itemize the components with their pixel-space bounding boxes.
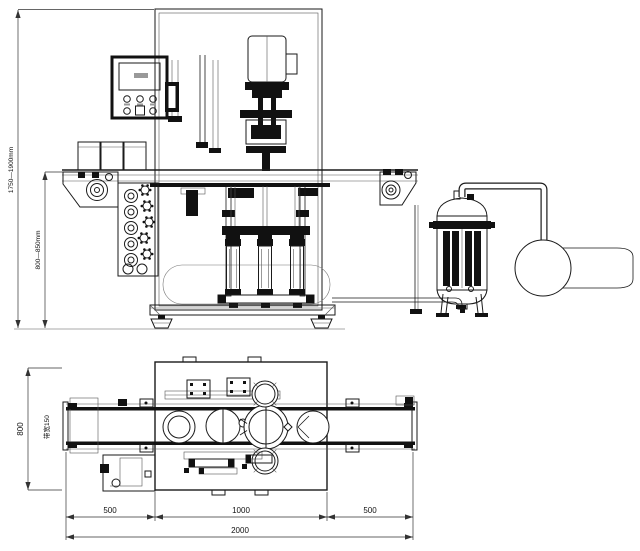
cylinder-3: [289, 233, 305, 295]
conveyor-drive-parts: [180, 187, 318, 216]
knob-ring: [124, 189, 138, 267]
plan-bottom-details: [183, 451, 273, 475]
leveling-foot: [150, 315, 173, 329]
conveyor-right-bracket: [379, 169, 422, 314]
transfer-pipe-top: [458, 182, 548, 240]
panel-button: [136, 95, 144, 103]
leveling-foot: [310, 315, 333, 329]
control-panel: [110, 55, 169, 120]
panel-button: [149, 95, 157, 103]
plan-side-box: [100, 454, 156, 492]
plan-top-manifold: [164, 377, 281, 400]
cylinder-1: [225, 233, 241, 295]
top-flange-circle: [251, 380, 279, 408]
cabinet-frame-inner: [158, 12, 319, 307]
machine-base: [149, 304, 336, 329]
containers-on-conveyor: [77, 141, 147, 171]
plan-conveyor: [62, 395, 418, 454]
overall-height-label: 1750—1900mm: [8, 147, 15, 193]
plan-view: 800 带宽150 500 1000 500 2000: [16, 356, 418, 540]
screen-logo-mark: [134, 73, 148, 78]
valve-knob-panel: [117, 182, 159, 277]
feed-pipe-bottom: [332, 297, 466, 309]
base-horizontal-tank: [162, 264, 331, 305]
dimension-working-height: 800—850mm: [35, 171, 68, 328]
plan-stations: [162, 380, 330, 475]
front-elevation-view: 1750—1900mm 800—850mm: [8, 8, 634, 330]
plan-depth-label: 800: [16, 422, 25, 436]
panel-screen: [118, 62, 161, 91]
capping-motor: [245, 35, 298, 136]
span-left-label: 500: [103, 506, 117, 515]
filling-head-assembly: [240, 110, 292, 171]
outfeed-starwheel: [296, 410, 330, 444]
span-right-label: 500: [363, 506, 377, 515]
panel-button: [123, 95, 131, 103]
cabinet-frame: [154, 8, 323, 311]
working-height-label: 800—850mm: [35, 230, 42, 269]
dimension-plan-depth: 800: [16, 367, 62, 491]
panel-square-button: [135, 105, 145, 116]
horizontal-tank: [514, 239, 634, 297]
belt-width-label: 带宽150: [42, 415, 51, 439]
panel-button: [149, 107, 157, 115]
vertical-tank: [429, 190, 495, 317]
conveyor-left-bracket: [62, 171, 119, 208]
cylinder-2: [257, 233, 273, 295]
panel-button: [123, 107, 131, 115]
dimension-bottom: 500 1000 500 2000: [65, 452, 414, 540]
dimension-overall-height: 1750—1900mm: [8, 9, 154, 328]
span-center-label: 1000: [232, 506, 250, 515]
conveyor-front: [62, 169, 418, 187]
span-total-label: 2000: [231, 526, 249, 535]
star-knobs: [137, 184, 156, 260]
